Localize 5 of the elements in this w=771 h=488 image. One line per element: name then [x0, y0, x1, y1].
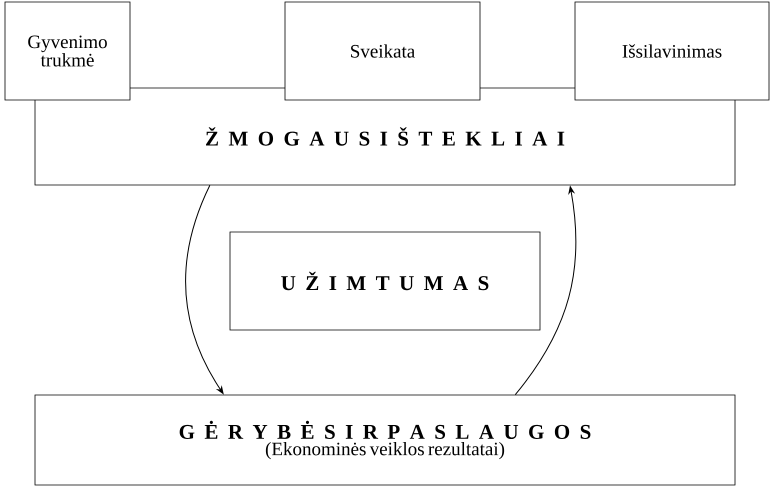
label-box: Išsilavinimas [574, 2, 770, 100]
process-box: U Ž I M T U M A S [230, 232, 540, 330]
process-box: G Ė R Y B Ė S I R P A S L A U G O S (Ekonominės veiklos rezultatai) [34, 394, 736, 486]
label-box: Gyvenimo trukmė [4, 2, 130, 100]
label-box: Sveikata [284, 2, 480, 100]
